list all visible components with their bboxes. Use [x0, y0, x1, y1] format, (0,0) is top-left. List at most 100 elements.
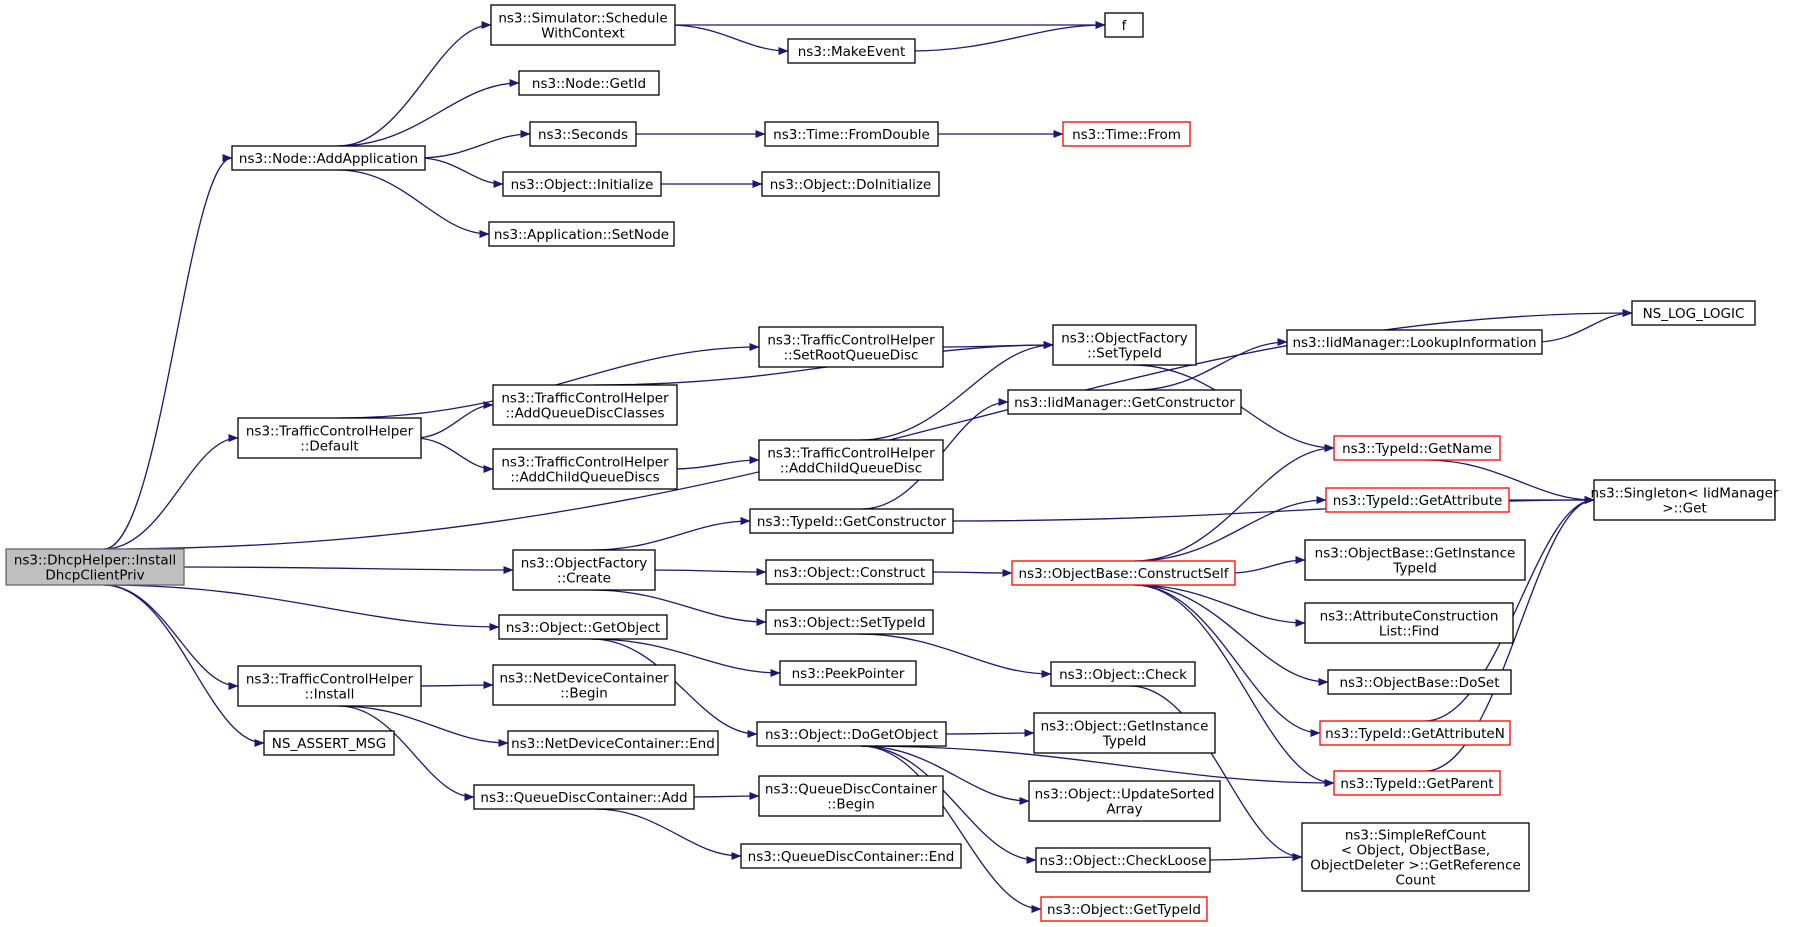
node-label: ns3::Time::FromDouble — [773, 127, 930, 143]
node-label: WithContext — [541, 26, 625, 42]
node-box — [758, 326, 944, 368]
node-trafficcontrolhelper-addchildqueuediscs[interactable]: ns3::TrafficControlHelper::AddChildQueue… — [492, 448, 678, 490]
node-box — [1028, 780, 1221, 822]
edge-n43-to-n47 — [594, 808, 742, 860]
edge-n25-to-n31 — [591, 589, 767, 626]
node-netdevicecontainer-end[interactable]: ns3::NetDeviceContainer::End — [507, 730, 719, 756]
node-typeid-getattribute[interactable]: ns3::TypeId::GetAttribute — [1325, 487, 1510, 513]
node-trafficcontrolhelper-setrootqueuedisc[interactable]: ns3::TrafficControlHelper::SetRootQueueD… — [758, 326, 944, 368]
node-objectfactory-settypeid[interactable]: ns3::ObjectFactory::SetTypeId — [1052, 324, 1197, 366]
node-label: ns3::QueueDiscContainer::Add — [480, 790, 687, 806]
node-box — [512, 549, 656, 591]
node-application-setnode[interactable]: ns3::Application::SetNode — [488, 221, 675, 247]
node-time-from[interactable]: ns3::Time::From — [1062, 121, 1191, 147]
node-queuedisccontainer-add[interactable]: ns3::QueueDiscContainer::Add — [473, 784, 695, 810]
node-trafficcontrolhelper-addchildqueuedisc[interactable]: ns3::TrafficControlHelper::AddChildQueue… — [758, 439, 944, 481]
node-node-getid[interactable]: ns3::Node::GetId — [518, 70, 660, 96]
node-trafficcontrolhelper-addqueuediscclasses[interactable]: ns3::TrafficControlHelper::AddQueueDiscC… — [492, 384, 678, 426]
node-label: DhcpClientPriv — [45, 568, 144, 584]
node-box — [518, 70, 660, 96]
node-object-checkloose[interactable]: ns3::Object::CheckLoose — [1035, 847, 1211, 873]
node-queuedisccontainer-end[interactable]: ns3::QueueDiscContainer::End — [740, 843, 962, 869]
node-object-construct[interactable]: ns3::Object::Construct — [765, 559, 934, 585]
node-typeid-getattributen[interactable]: ns3::TypeId::GetAttributeN — [1319, 720, 1511, 746]
node-label: ::Default — [300, 439, 358, 455]
edge-n0-to-n30 — [103, 584, 500, 631]
node-label: ns3::QueueDiscContainer::End — [748, 849, 955, 865]
edge-n30-to-n38 — [591, 638, 758, 738]
node-box — [758, 775, 944, 817]
node-singleton-iidmanager-get[interactable]: ns3::Singleton< IidManager >::Get — [1591, 479, 1779, 521]
edge-n1-to-n5 — [338, 79, 520, 147]
node-label: NS_ASSERT_MSG — [272, 736, 386, 752]
node-box — [1062, 121, 1191, 147]
node-ns-log-logic[interactable]: NS_LOG_LOGIC — [1631, 300, 1756, 326]
edge-n27-to-n28 — [1228, 556, 1306, 574]
node-label: ns3::Singleton< IidManager — [1591, 486, 1779, 502]
node-typeid-getconstructor[interactable]: ns3::TypeId::GetConstructor — [749, 508, 954, 534]
node-typeid-getparent[interactable]: ns3::TypeId::GetParent — [1333, 770, 1501, 796]
edge-n30-to-n32 — [591, 638, 781, 677]
node-label: ns3::QueueDiscContainer — [765, 782, 938, 798]
node-object-dogetobject[interactable]: ns3::Object::DoGetObject — [756, 721, 947, 747]
node-iidmanager-lookupinformation[interactable]: ns3::IidManager::LookupInformation — [1286, 329, 1543, 355]
node-object-check[interactable]: ns3::Object::Check — [1050, 661, 1196, 687]
node-label: >::Get — [1662, 501, 1706, 517]
node-object-doinitialize[interactable]: ns3::Object::DoInitialize — [761, 171, 940, 197]
node-f[interactable]: f — [1104, 12, 1144, 38]
edge-n0-to-n12 — [103, 309, 1633, 550]
node-trafficcontrolhelper-default[interactable]: ns3::TrafficControlHelper::Default — [237, 417, 422, 459]
node-label: ns3::TrafficControlHelper — [767, 333, 935, 349]
node-simplerefcount-getreferencecount[interactable]: ns3::SimpleRefCount< Object, ObjectBase,… — [1301, 822, 1530, 892]
node-makeevent[interactable]: ns3::MakeEvent — [787, 38, 916, 64]
edge-n37-to-n22 — [1424, 496, 1595, 722]
node-netdevicecontainer-begin[interactable]: ns3::NetDeviceContainer::Begin — [492, 664, 676, 706]
node-label: ns3::TypeId::GetParent — [1340, 776, 1493, 792]
node-box — [1593, 479, 1776, 521]
node-box — [761, 171, 940, 197]
node-label: ns3::TrafficControlHelper — [501, 391, 669, 407]
node-object-initialize[interactable]: ns3::Object::Initialize — [502, 171, 662, 197]
node-label: ns3::SimpleRefCount — [1345, 828, 1486, 844]
node-ns-assert-msg[interactable]: NS_ASSERT_MSG — [263, 730, 395, 756]
node-label: ns3::Object::DoGetObject — [765, 727, 938, 743]
edge-n27-to-n37 — [1134, 584, 1321, 737]
node-object-settypeid[interactable]: ns3::Object::SetTypeId — [765, 609, 934, 635]
node-box — [1007, 389, 1242, 415]
node-object-getobject[interactable]: ns3::Object::GetObject — [498, 614, 668, 640]
node-object-gettypeid[interactable]: ns3::Object::GetTypeId — [1040, 896, 1208, 922]
node-box — [1325, 487, 1510, 513]
node-seconds[interactable]: ns3::Seconds — [529, 121, 637, 147]
node-objectbase-doset[interactable]: ns3::ObjectBase::DoSet — [1327, 669, 1512, 695]
node-objectfactory-create[interactable]: ns3::ObjectFactory::Create — [512, 549, 656, 591]
node-box — [1050, 661, 1196, 687]
edge-n27-to-n34 — [1134, 584, 1329, 686]
node-time-fromdouble[interactable]: ns3::Time::FromDouble — [764, 121, 939, 147]
edge-n35-to-n36 — [414, 681, 494, 690]
edge-n43-to-n44 — [687, 792, 760, 801]
node-objectbase-constructself[interactable]: ns3::ObjectBase::ConstructSelf — [1011, 560, 1236, 586]
node-peekpointer[interactable]: ns3::PeekPointer — [779, 660, 917, 686]
node-box — [765, 609, 934, 635]
edge-n33-to-n46 — [1130, 685, 1303, 861]
call-edges — [103, 21, 1633, 913]
edge-n27-to-n42 — [1134, 584, 1335, 787]
node-box — [5, 548, 185, 586]
node-label: ns3::TrafficControlHelper — [767, 446, 935, 462]
node-node-addapplication[interactable]: ns3::Node::AddApplication — [231, 145, 426, 171]
node-label: f — [1122, 18, 1128, 34]
node-queuedisccontainer-begin[interactable]: ns3::QueueDiscContainer::Begin — [758, 775, 944, 817]
edge-n1-to-n2 — [338, 21, 492, 147]
node-label: ns3::Node::AddApplication — [239, 151, 418, 167]
edge-n13-to-n14 — [338, 343, 760, 419]
node-box — [787, 38, 916, 64]
node-iidmanager-getconstructor[interactable]: ns3::IidManager::GetConstructor — [1007, 389, 1242, 415]
node-typeid-getname[interactable]: ns3::TypeId::GetName — [1333, 435, 1501, 461]
node-trafficcontrolhelper-install[interactable]: ns3::TrafficControlHelper::Install — [237, 665, 422, 707]
